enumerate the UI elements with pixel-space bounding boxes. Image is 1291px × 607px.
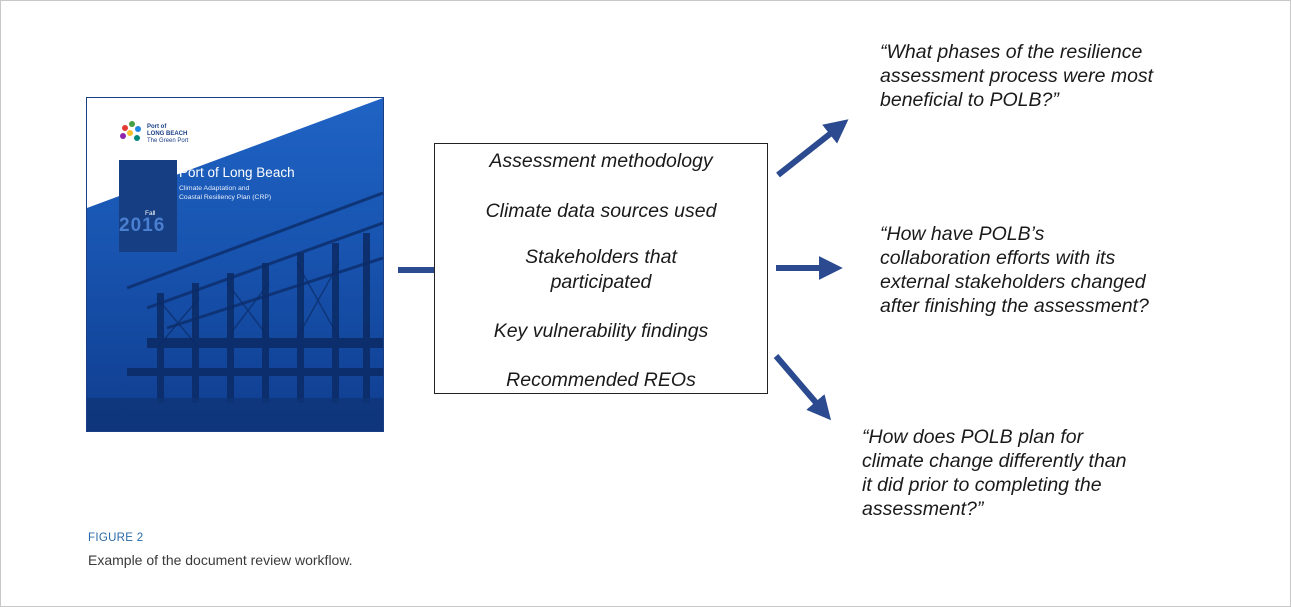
question-2-line-4: after finishing the assessment? bbox=[880, 295, 1149, 317]
question-3-line-3: it did prior to completing the bbox=[862, 474, 1102, 496]
question-3-line-1: “How does POLB plan for bbox=[862, 426, 1084, 448]
question-phases: “What phases of the resilience assessmen… bbox=[880, 40, 1153, 112]
figure-caption: Example of the document review workflow. bbox=[88, 552, 353, 568]
arrow-to-question-3 bbox=[773, 354, 832, 421]
crane-silhouette-graphic bbox=[87, 191, 383, 431]
question-collaboration: “How have POLB’s collaboration efforts w… bbox=[880, 222, 1149, 318]
cover-year: 2016 bbox=[119, 215, 166, 236]
question-3-line-4: assessment?” bbox=[862, 498, 984, 520]
review-item-reos: Recommended REOs bbox=[506, 369, 696, 391]
question-2-line-1: “How have POLB’s bbox=[880, 223, 1045, 245]
review-item-stakeholders-line-1: Stakeholders that bbox=[525, 246, 677, 268]
cover-season: Fall bbox=[145, 210, 156, 217]
arrow-to-question-1 bbox=[776, 119, 849, 178]
cover-title: Port of Long Beach bbox=[179, 165, 295, 180]
cover-year-band bbox=[119, 160, 177, 252]
report-cover-image: Port of LONG BEACH The Green Port Port o… bbox=[86, 97, 384, 432]
question-1-line-1: “What phases of the resilience bbox=[880, 41, 1143, 63]
cover-subtitle: Climate Adaptation and Coastal Resilienc… bbox=[179, 185, 272, 201]
question-1-line-3: beneficial to POLB?” bbox=[880, 89, 1059, 111]
question-1-line-2: assessment process were most bbox=[880, 65, 1154, 87]
review-item-vulnerability: Key vulnerability findings bbox=[493, 320, 709, 342]
cover-logo-text: Port of LONG BEACH The Green Port bbox=[147, 124, 188, 145]
logo-line-3: The Green Port bbox=[147, 138, 189, 144]
question-3-line-2: climate change differently than bbox=[862, 450, 1127, 472]
review-item-data-sources: Climate data sources used bbox=[485, 200, 717, 222]
logo-line-1: Port of bbox=[147, 124, 167, 130]
question-planning: “How does POLB plan for climate change d… bbox=[862, 425, 1127, 521]
question-2-line-2: collaboration efforts with its bbox=[880, 247, 1116, 269]
figure-label: FIGURE 2 bbox=[88, 532, 144, 544]
review-item-stakeholders-line-2: participated bbox=[550, 271, 652, 293]
review-item-methodology: Assessment methodology bbox=[489, 150, 713, 172]
review-items-box: Assessment methodology Climate data sour… bbox=[434, 143, 768, 394]
port-logo-icon bbox=[120, 121, 141, 141]
logo-line-2: LONG BEACH bbox=[147, 131, 188, 137]
question-2-line-3: external stakeholders changed bbox=[880, 271, 1146, 293]
